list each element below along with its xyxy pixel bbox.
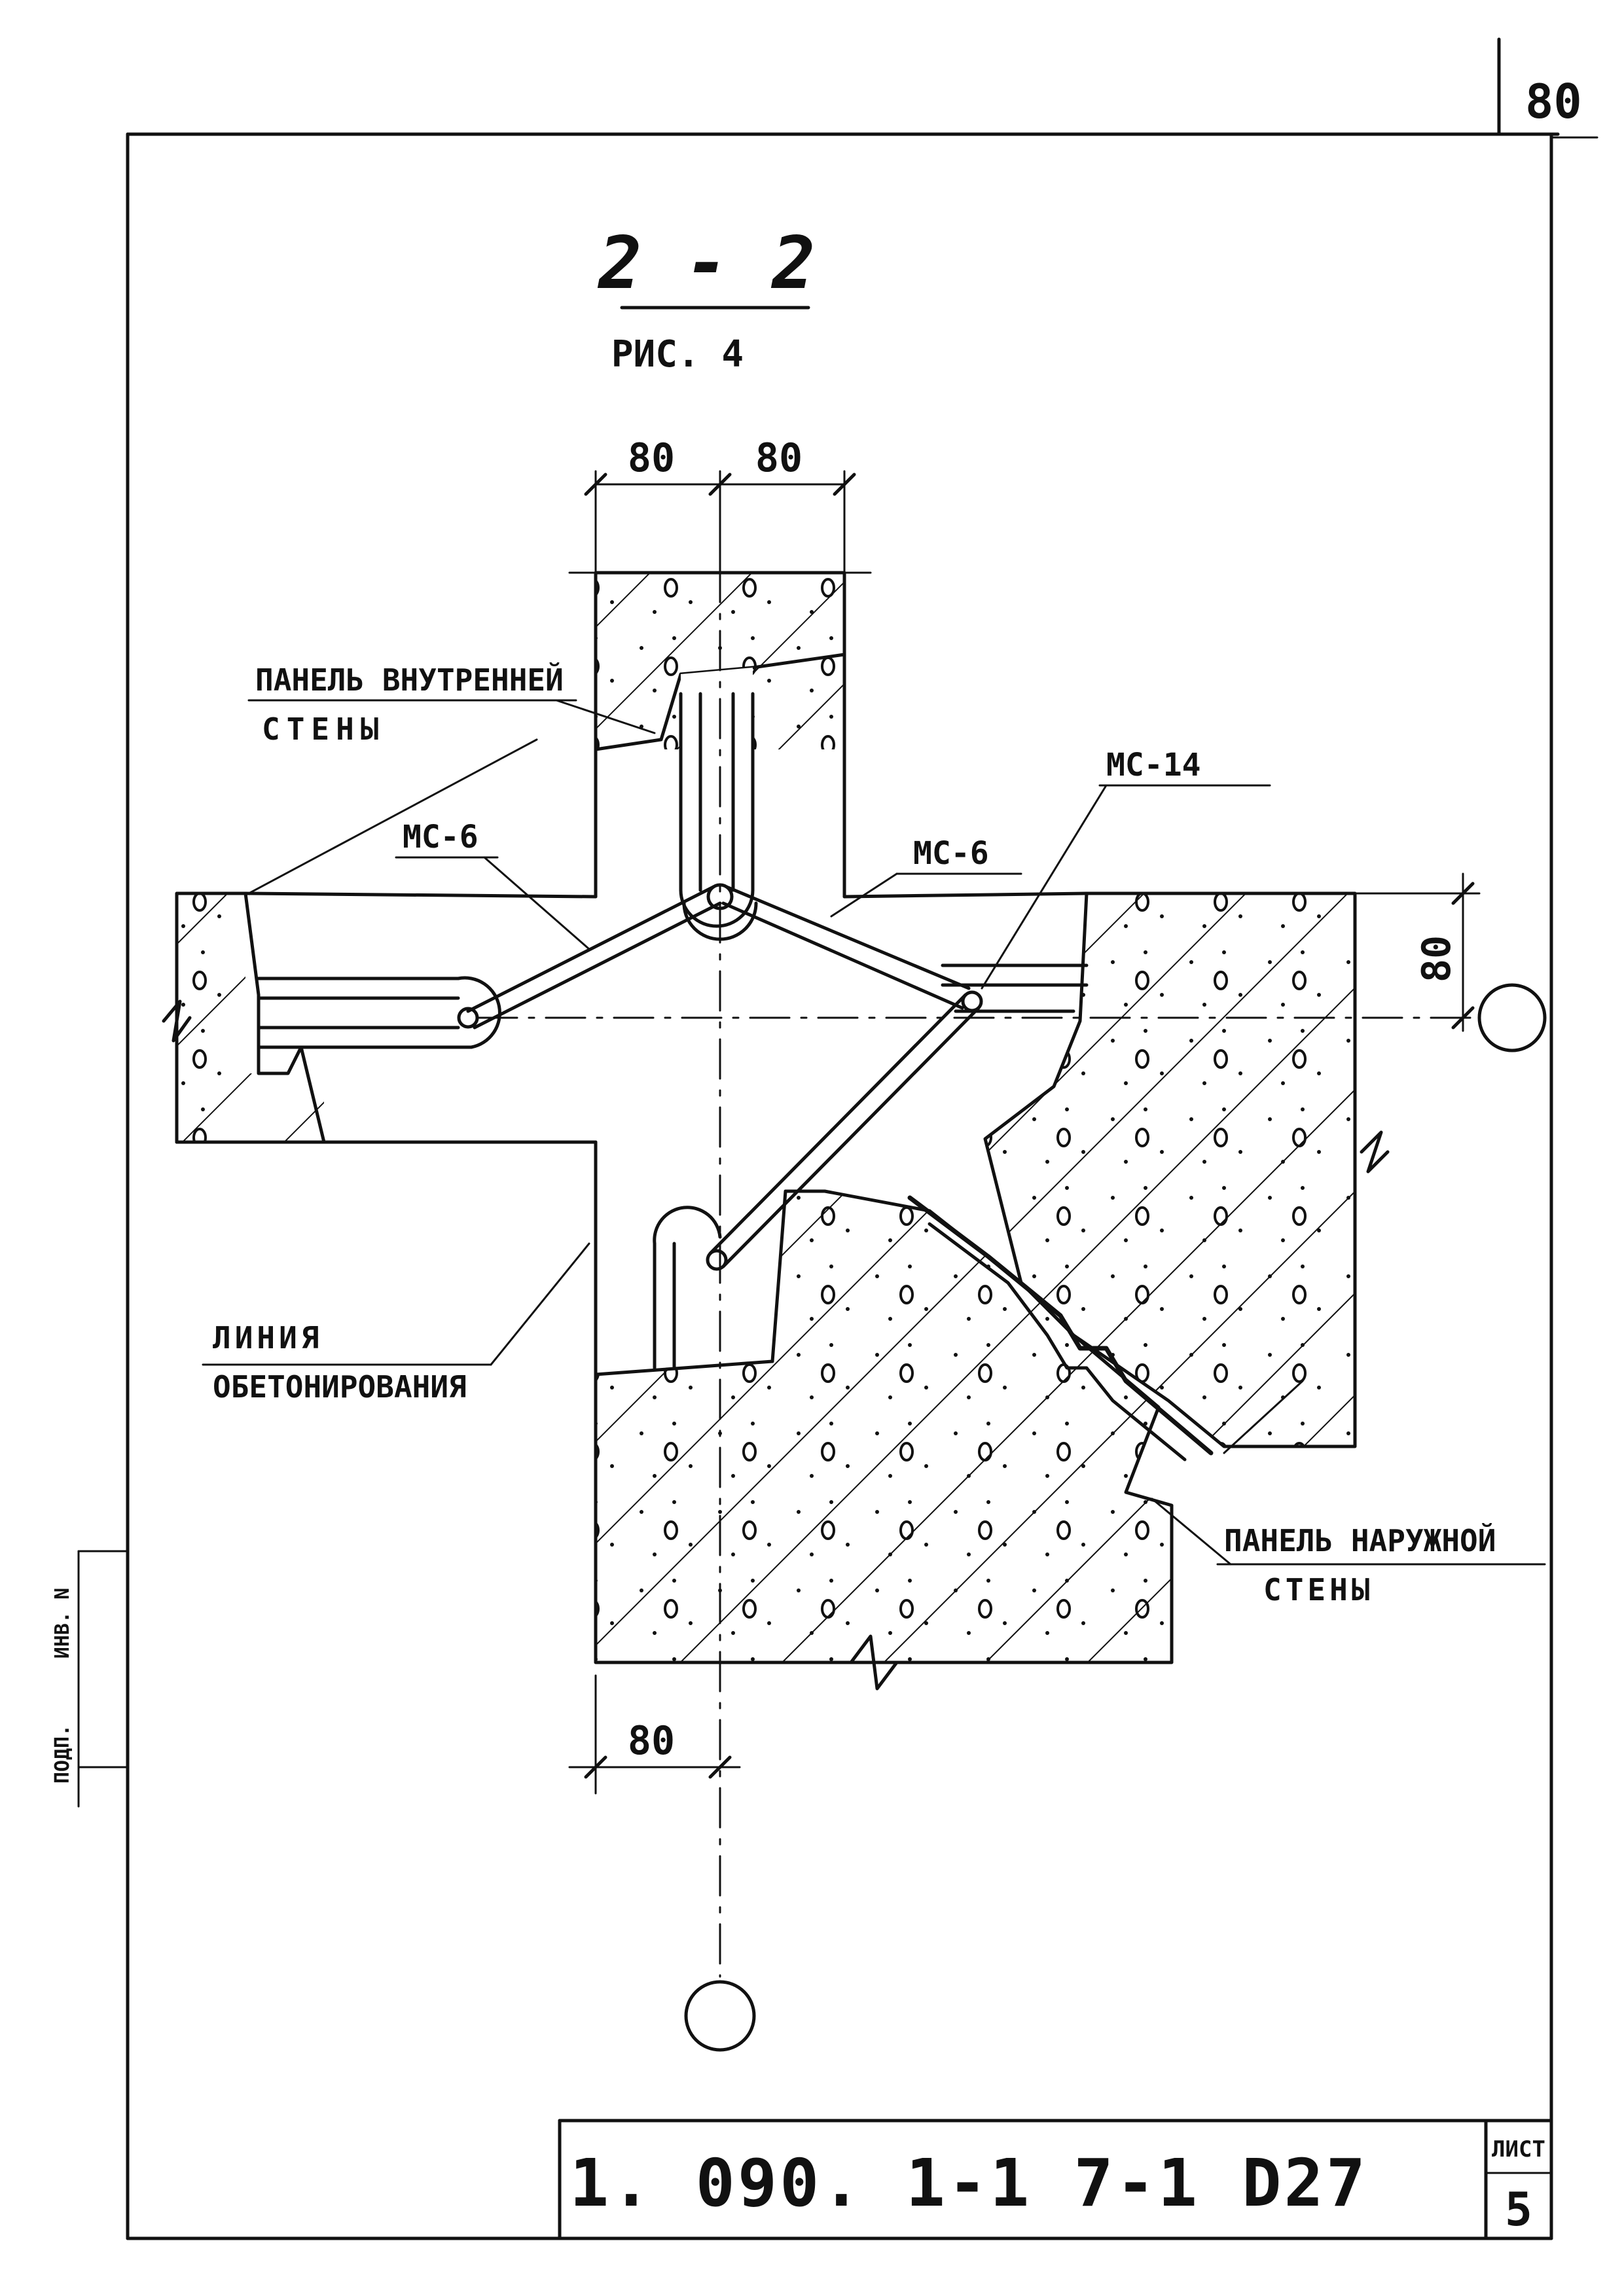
callout-mc6-right (830, 872, 1022, 918)
callout-outer-panel (1151, 1380, 1546, 1566)
section-title: 2 - 2 (597, 221, 815, 305)
callout-concrete-line2: ОБЕТОНИРОВАНИЯ (213, 1369, 467, 1405)
callout-inner-panel-line2: СТЕНЫ (262, 711, 385, 747)
sheet-header: ЛИСТ (1492, 2136, 1545, 2162)
mc6-left-rod (466, 885, 722, 1030)
center-node (706, 883, 734, 910)
break-symbol-bottom (849, 1634, 899, 1691)
outer-wall-panel-right (983, 891, 1357, 1448)
callout-inner-panel-line1: ПАНЕЛЬ ВНУТРЕННЕЙ (255, 662, 564, 698)
left-wall-panel (175, 891, 326, 1144)
axis-marker-bottom (684, 1980, 756, 2052)
callout-concrete-line1: ЛИНИЯ (213, 1320, 323, 1355)
side-stamp-top: ИНВ. N (51, 1588, 74, 1659)
callout-mc6-left-label: МС-6 (403, 819, 478, 855)
callout-inner-panel (247, 699, 656, 895)
break-symbol-left (162, 999, 192, 1043)
side-stamp (77, 1550, 129, 1808)
dimension-top (568, 470, 872, 577)
callout-mc14 (981, 784, 1271, 990)
right-rod-loop (941, 963, 1089, 1013)
title-block (558, 2119, 1553, 2240)
callout-mc6-left (395, 856, 590, 950)
side-stamp-bottom: ПОДП. (51, 1725, 74, 1784)
dimension-bottom (568, 1674, 756, 2052)
sheet-number: 5 (1505, 2183, 1532, 2236)
callout-outer-panel-line1: ПАНЕЛЬ НАРУЖНОЙ (1224, 1523, 1496, 1558)
callout-concrete-line (202, 1242, 590, 1366)
break-symbol-right (1360, 1130, 1390, 1174)
dimension-top-right: 80 (755, 435, 803, 481)
axis-marker-right (1477, 983, 1547, 1052)
callout-mc14-label: МС-14 (1106, 747, 1201, 783)
panel-joint (907, 1195, 1214, 1462)
lower-rod-loop (653, 1206, 722, 1370)
dimension-bottom-value: 80 (628, 1718, 675, 1764)
mc6-right-rod (721, 885, 971, 1010)
dimension-right (1354, 872, 1547, 1052)
figure-label: РИС. 4 (611, 333, 744, 376)
callout-outer-panel-line2: СТЕНЫ (1263, 1572, 1373, 1607)
left-rod-loop (257, 976, 501, 1049)
sheet-frame (126, 37, 1598, 2240)
dimension-top-left: 80 (628, 435, 675, 481)
mc14-rod (706, 990, 983, 1271)
stamp-code: 1. 090. 1-1 7-1 D27 (569, 2145, 1368, 2221)
dimension-right-value: 80 (1414, 935, 1460, 982)
callout-mc6-right-label: МС-6 (913, 835, 989, 872)
vertical-rod-loop (679, 692, 755, 928)
page-number: 80 (1525, 74, 1582, 129)
